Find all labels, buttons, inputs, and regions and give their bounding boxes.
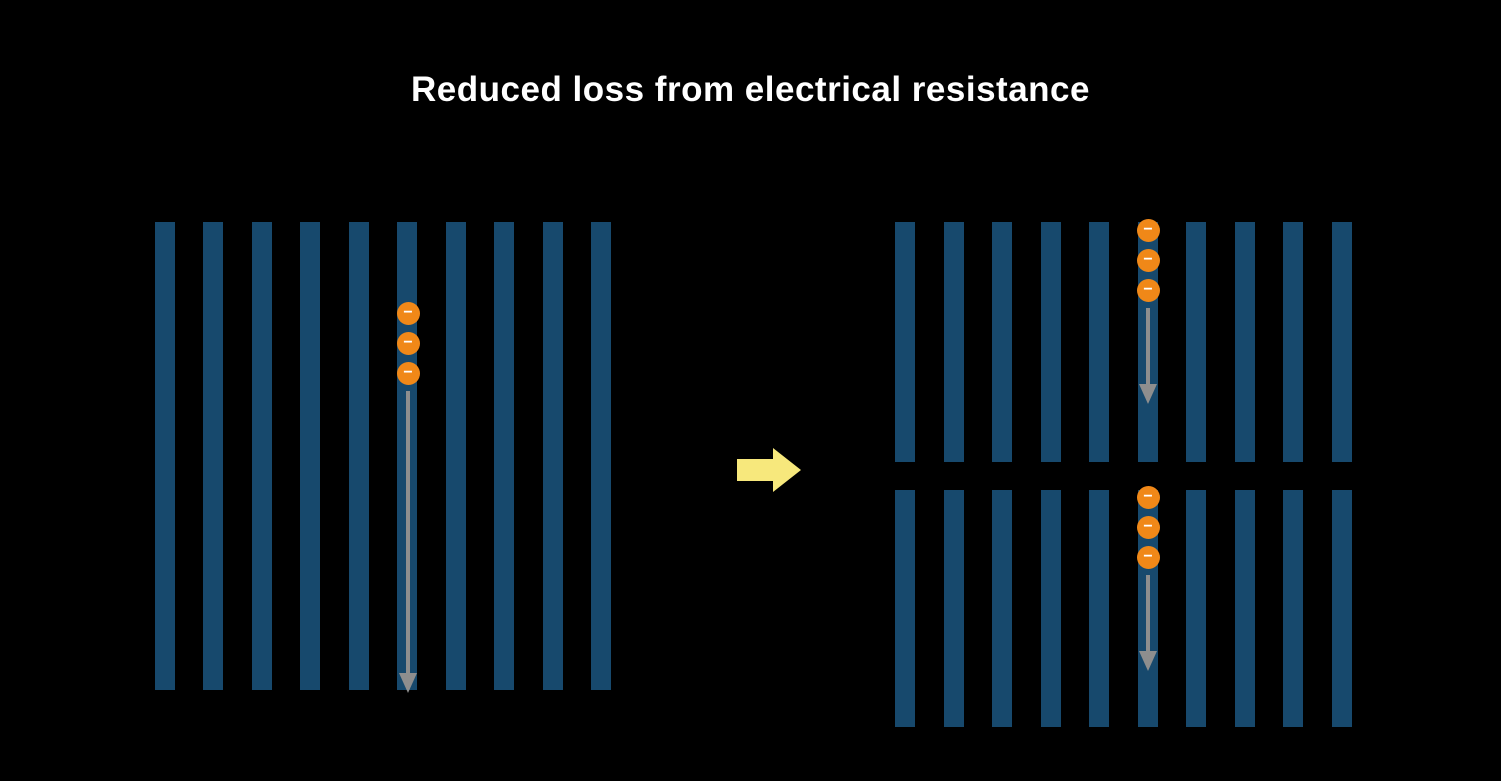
busbar <box>348 222 369 690</box>
busbar <box>1089 222 1110 462</box>
busbar-group-left <box>155 222 611 690</box>
diagram-title: Reduced loss from electrical resistance <box>411 70 1090 109</box>
electron-icon: − <box>1136 546 1160 569</box>
electron-icon: − <box>396 302 420 325</box>
minus-symbol: − <box>403 303 413 321</box>
current-arrow-line <box>406 391 410 673</box>
current-arrow-line <box>1146 575 1150 651</box>
electron-stack: − − − <box>1136 486 1160 569</box>
minus-symbol: − <box>1143 250 1153 268</box>
current-arrow-head-icon <box>1139 384 1157 404</box>
electron-icon: − <box>1136 279 1160 302</box>
busbar <box>943 222 964 462</box>
electron-flow-right-bottom: − − − <box>1136 486 1160 671</box>
busbar <box>1040 490 1061 727</box>
busbar <box>445 222 466 690</box>
busbar-group-right-top <box>895 222 1352 462</box>
electron-flow-right-top: − − − <box>1136 219 1160 404</box>
busbar <box>1040 222 1061 462</box>
busbar <box>1234 222 1255 462</box>
minus-symbol: − <box>1143 487 1153 505</box>
busbar <box>251 222 272 690</box>
minus-symbol: − <box>1143 547 1153 565</box>
minus-symbol: − <box>403 363 413 381</box>
current-arrow-head-icon <box>1139 651 1157 671</box>
busbar <box>1186 490 1207 727</box>
busbar <box>494 222 515 690</box>
busbar <box>1234 490 1255 727</box>
busbar <box>943 490 964 727</box>
current-arrow-line <box>1146 308 1150 384</box>
busbar <box>1331 490 1352 727</box>
right-arrow-icon <box>737 448 801 492</box>
electron-icon: − <box>396 362 420 385</box>
busbar <box>895 222 915 462</box>
busbar <box>992 490 1013 727</box>
minus-symbol: − <box>1143 280 1153 298</box>
busbar <box>300 222 321 690</box>
electron-icon: − <box>1136 249 1160 272</box>
busbar <box>1283 222 1304 462</box>
electron-stack: − − − <box>396 302 420 385</box>
electron-icon: − <box>396 332 420 355</box>
busbar <box>1089 490 1110 727</box>
busbar <box>203 222 224 690</box>
minus-symbol: − <box>1143 517 1153 535</box>
busbar <box>590 222 611 690</box>
busbar <box>1283 490 1304 727</box>
current-arrow-head-icon <box>399 673 417 693</box>
electron-icon: − <box>1136 516 1160 539</box>
busbar <box>542 222 563 690</box>
busbar <box>895 490 915 727</box>
busbar <box>992 222 1013 462</box>
minus-symbol: − <box>1143 220 1153 238</box>
busbar <box>1331 222 1352 462</box>
electron-icon: − <box>1136 219 1160 242</box>
electron-flow-left: − − − <box>396 302 420 693</box>
minus-symbol: − <box>403 333 413 351</box>
busbar <box>155 222 175 690</box>
electron-icon: − <box>1136 486 1160 509</box>
busbar <box>1186 222 1207 462</box>
electron-stack: − − − <box>1136 219 1160 302</box>
busbar-group-right-bottom <box>895 490 1352 727</box>
